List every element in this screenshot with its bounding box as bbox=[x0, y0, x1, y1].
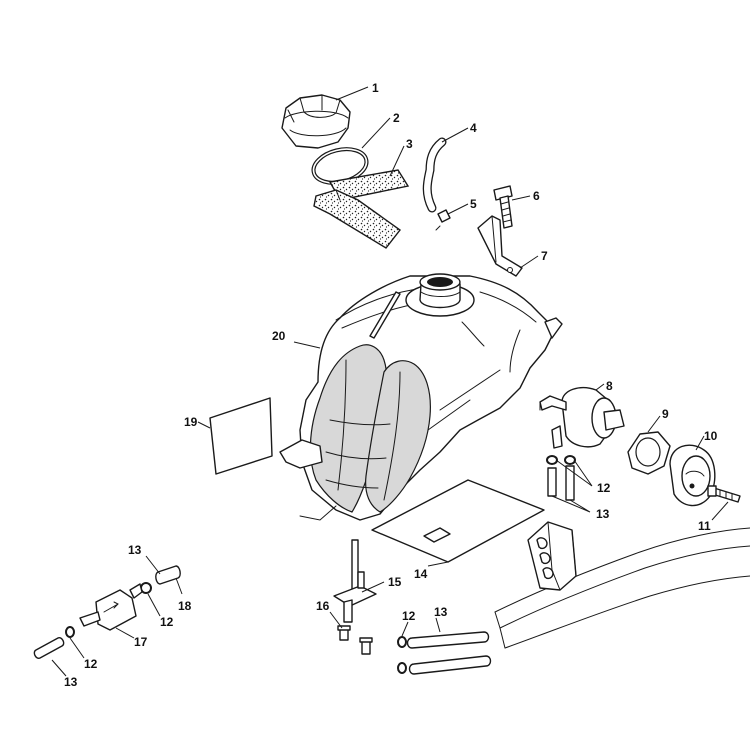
fuel-petcock bbox=[333, 539, 377, 623]
callout-13-center: 13 bbox=[434, 605, 448, 619]
callout-2: 2 bbox=[393, 111, 400, 125]
petcock-screws bbox=[337, 625, 373, 655]
hex-gasket bbox=[627, 431, 671, 475]
heat-shield-pad bbox=[209, 397, 273, 475]
callout-12-left-lower: 12 bbox=[84, 657, 98, 671]
cover-screw bbox=[707, 485, 741, 503]
callout-11: 11 bbox=[698, 519, 711, 533]
fuel-tank bbox=[279, 273, 563, 521]
callout-20: 20 bbox=[272, 329, 286, 343]
hose-clamps-center bbox=[397, 636, 407, 674]
callout-10: 10 bbox=[704, 429, 718, 443]
callout-19: 19 bbox=[184, 415, 198, 429]
mounting-bracket bbox=[477, 215, 523, 277]
callout-13-left-lower: 13 bbox=[64, 675, 78, 689]
callout-labels: 1 2 3 4 5 6 7 8 9 10 11 12 13 14 15 16 1… bbox=[64, 81, 718, 689]
foam-pads bbox=[313, 169, 410, 249]
tank-mounting-plate bbox=[371, 479, 545, 563]
callout-6: 6 bbox=[533, 189, 540, 203]
callout-13-left-upper: 13 bbox=[128, 543, 142, 557]
callout-15: 15 bbox=[388, 575, 402, 589]
inline-fuel-filter-assembly bbox=[33, 565, 181, 659]
fuel-pump bbox=[539, 386, 625, 449]
callout-5: 5 bbox=[470, 197, 477, 211]
pump-hoses-and-clamps bbox=[546, 455, 576, 501]
pump-cover bbox=[669, 444, 716, 507]
mount-bolt bbox=[493, 185, 513, 229]
callout-16: 16 bbox=[316, 599, 330, 613]
callout-4: 4 bbox=[470, 121, 477, 135]
leader-lines bbox=[51, 86, 729, 677]
callout-1: 1 bbox=[372, 81, 379, 95]
callout-13-pump: 13 bbox=[596, 507, 610, 521]
vent-hose bbox=[422, 137, 447, 213]
callout-18: 18 bbox=[178, 599, 192, 613]
hose-clip bbox=[435, 209, 451, 231]
callout-3: 3 bbox=[406, 137, 413, 151]
callout-17: 17 bbox=[134, 635, 148, 649]
callout-7: 7 bbox=[541, 249, 548, 263]
fuel-lines-center bbox=[406, 631, 492, 675]
callout-9: 9 bbox=[662, 407, 669, 421]
callout-12-pump: 12 bbox=[597, 481, 611, 495]
callout-12-center: 12 bbox=[402, 609, 416, 623]
callout-8: 8 bbox=[606, 379, 613, 393]
callout-12-left-upper: 12 bbox=[160, 615, 174, 629]
frame-rail bbox=[494, 521, 750, 649]
fuel-cap bbox=[281, 94, 351, 149]
callout-14: 14 bbox=[414, 567, 428, 581]
